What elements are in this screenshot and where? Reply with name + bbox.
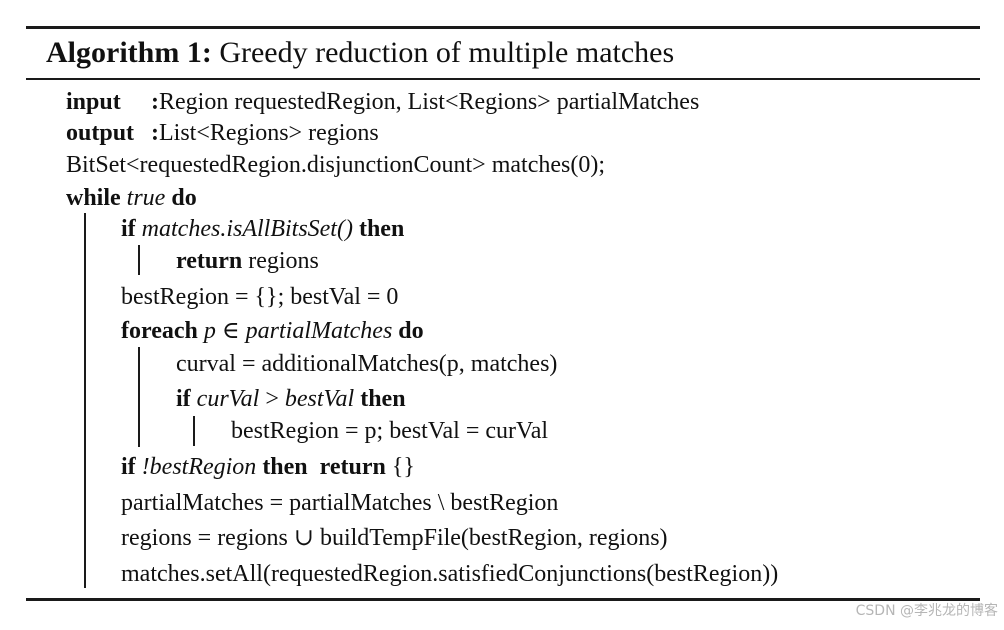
if-keyword: if	[176, 386, 191, 412]
return-value: {}	[391, 454, 415, 480]
if-keyword: if	[121, 454, 136, 480]
bottom-rule	[26, 598, 980, 601]
return-keyword: return	[176, 248, 243, 274]
algorithm-title: Algorithm 1: Greedy reduction of multipl…	[46, 30, 674, 76]
algorithm-name: Greedy reduction of multiple matches	[219, 36, 675, 69]
if-curval-block-bar	[193, 416, 195, 446]
best-init-line: bestRegion = {}; bestVal = 0	[121, 284, 399, 310]
if-condition: !bestRegion	[141, 454, 257, 480]
then-keyword: then	[358, 216, 405, 242]
output-keyword: output	[66, 120, 135, 146]
output-params: :List<Regions> regions	[151, 118, 379, 148]
curval-line: curval = additionalMatches(p, matches)	[176, 351, 558, 377]
set-all-line: matches.setAll(requestedRegion.satisfied…	[121, 561, 779, 587]
if-no-best-line: if !bestRegion then return {}	[121, 452, 415, 482]
title-rule	[26, 78, 980, 80]
if-condition: matches.isAllBitsSet()	[141, 216, 353, 242]
while-block-bar	[84, 213, 86, 588]
then-keyword: then	[360, 386, 406, 412]
foreach-block-bar	[138, 347, 140, 447]
best-assign-line: bestRegion = p; bestVal = curVal	[231, 418, 549, 444]
if-rhs: bestVal	[284, 386, 355, 412]
foreach-line: foreach p ∈ partialMatches do	[121, 316, 424, 346]
output-text: List<Regions> regions	[159, 120, 379, 146]
if-curval-line: if curVal > bestVal then	[176, 384, 406, 414]
output-line: output	[66, 118, 134, 148]
return-value: regions	[248, 248, 319, 274]
regions-update-line: regions = regions ∪ buildTempFile(bestRe…	[121, 525, 668, 551]
partial-update-line: partialMatches = partialMatches \ bestRe…	[121, 490, 559, 516]
if-all-bits-line: if matches.isAllBitsSet() then	[121, 214, 404, 244]
while-condition: true	[126, 185, 166, 211]
greater-than-symbol: >	[265, 386, 279, 412]
element-of-symbol: ∈	[221, 318, 240, 344]
while-line: while true do	[66, 183, 197, 213]
if-block-bar	[138, 245, 140, 275]
foreach-do-keyword: do	[398, 318, 424, 344]
return-keyword: return	[319, 454, 386, 480]
output-colon: :	[151, 120, 159, 146]
bitset-line: BitSet<requestedRegion.disjunctionCount>…	[66, 152, 605, 178]
if-lhs: curVal	[196, 386, 260, 412]
input-line: input	[66, 87, 121, 117]
input-keyword: input	[66, 89, 121, 115]
while-keyword: while	[66, 185, 121, 211]
return-line: return regions	[176, 246, 319, 276]
foreach-keyword: foreach	[121, 318, 198, 344]
input-params: :Region requestedRegion, List<Regions> p…	[151, 87, 699, 117]
algorithm-label: Algorithm 1:	[46, 36, 212, 69]
while-do-keyword: do	[171, 185, 197, 211]
foreach-variable: p	[203, 318, 216, 344]
watermark: CSDN @李兆龙的博客	[855, 603, 998, 619]
top-rule	[26, 26, 980, 29]
if-keyword: if	[121, 216, 136, 242]
foreach-set: partialMatches	[245, 318, 393, 344]
input-text: Region requestedRegion, List<Regions> pa…	[159, 89, 700, 115]
input-colon: :	[151, 89, 159, 115]
then-keyword: then	[262, 454, 308, 480]
